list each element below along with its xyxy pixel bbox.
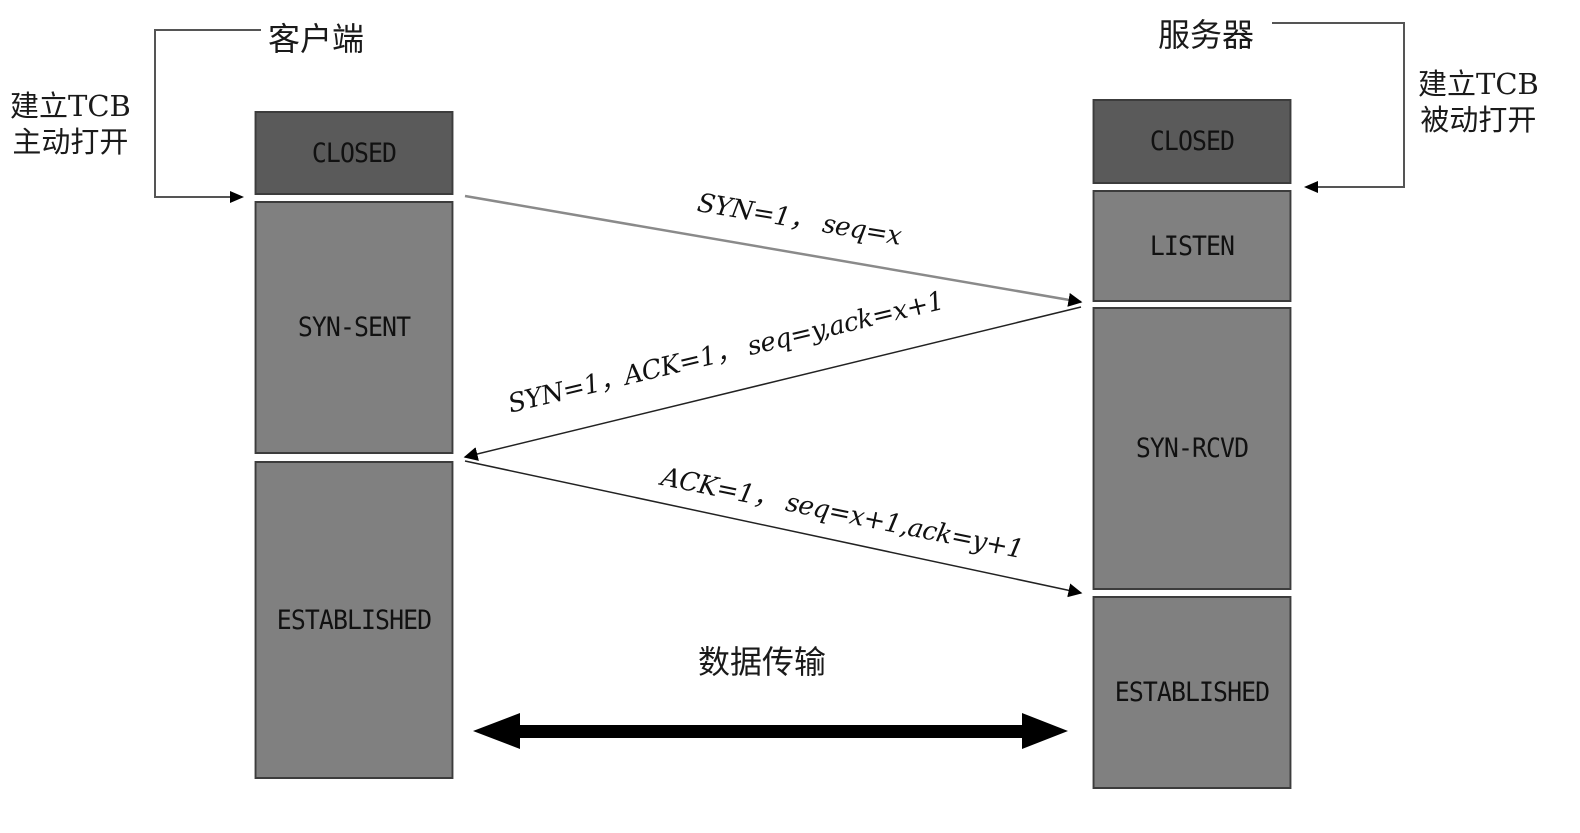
client-note-line2: 主动打开 <box>12 125 129 159</box>
data-transfer-double-arrow <box>473 713 1068 749</box>
server-label: 服务器 <box>1158 16 1255 54</box>
server-state-syn-rcvd: SYN-RCVD <box>1092 307 1292 590</box>
client-label: 客户端 <box>268 20 365 58</box>
server-open-arrowhead <box>1304 181 1318 193</box>
server-open-bracket <box>1272 22 1405 188</box>
client-open-note: 建立TCB 主动打开 <box>10 88 131 160</box>
msg-syn-ack-arrow <box>463 306 1082 461</box>
server-note-line1: 建立TCB <box>1418 67 1539 101</box>
client-state-established: ESTABLISHED <box>254 461 454 779</box>
client-state-syn-sent: SYN-SENT <box>254 201 454 454</box>
client-state-closed: CLOSED <box>254 111 454 195</box>
server-state-listen: LISTEN <box>1092 190 1292 302</box>
data-transfer-label: 数据传输 <box>698 643 827 681</box>
server-note-line2: 被动打开 <box>1420 103 1537 137</box>
client-note-line1: 建立TCB <box>10 89 131 123</box>
client-open-bracket <box>154 29 261 198</box>
server-state-established: ESTABLISHED <box>1092 596 1292 789</box>
server-state-closed: CLOSED <box>1092 99 1292 184</box>
msg-syn-arrow <box>464 194 1083 307</box>
client-open-arrowhead <box>230 191 244 203</box>
server-open-note: 建立TCB 被动打开 <box>1418 66 1539 138</box>
msg-ack-arrow <box>464 460 1083 598</box>
